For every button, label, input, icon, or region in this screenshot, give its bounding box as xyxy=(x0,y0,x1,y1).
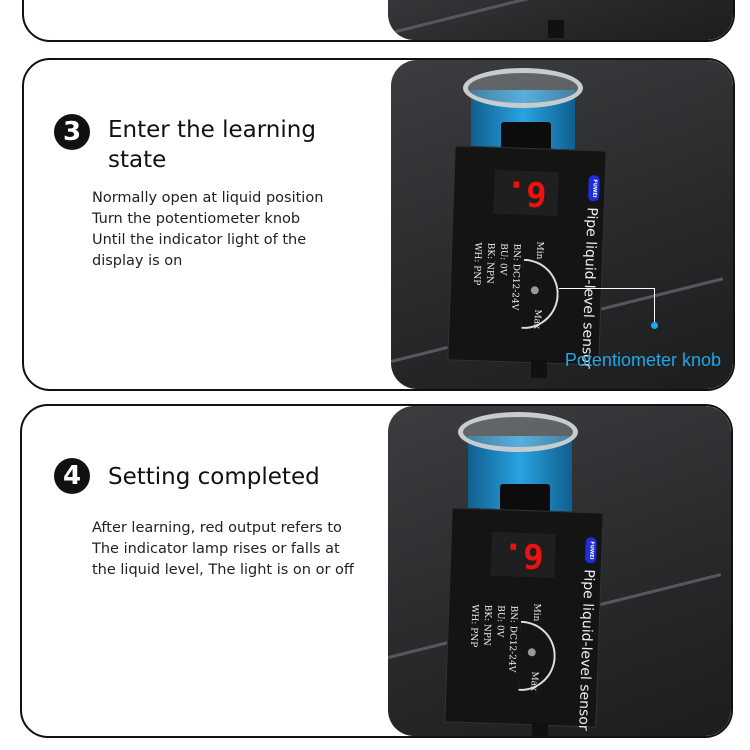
led-display: 6. xyxy=(493,169,559,217)
wire-label: BK: NPN xyxy=(483,242,496,284)
wire-label: BU: 0V xyxy=(497,242,509,276)
step-4-card: 4 Setting completed After learning, red … xyxy=(20,404,733,738)
desc-line: Turn the potentiometer knob xyxy=(92,211,301,227)
step-number-badge: 3 xyxy=(54,114,90,150)
sensor-body: 6. FUWEI Pipe liquid-level sensor BN: DC… xyxy=(447,145,607,369)
title-line: state xyxy=(108,147,167,173)
step-2-card-partial xyxy=(22,0,735,42)
sensor-body: 6. FUWEI Pipe liquid-level sensor BN: DC… xyxy=(444,507,604,731)
desc-line: display is on xyxy=(92,253,183,269)
title-line: Enter the learning xyxy=(108,117,316,143)
wire-label: WH: PNP xyxy=(470,242,483,286)
desc-line: Until the indicator light of the xyxy=(92,232,307,248)
callout-line xyxy=(559,288,655,326)
desc-line: the liquid level, The light is on or off xyxy=(92,562,354,578)
product-photo xyxy=(388,0,733,40)
step-description: After learning, red output refers to The… xyxy=(92,518,354,581)
sensor-label: Pipe liquid-level sensor xyxy=(575,568,597,731)
sensor-stem xyxy=(548,20,564,38)
step-title: Enter the learning state xyxy=(108,115,316,175)
dial-arc xyxy=(521,258,560,331)
desc-line: The indicator lamp rises or falls at xyxy=(92,541,340,557)
step-3-card: 3 Enter the learning state Normally open… xyxy=(22,58,735,391)
desc-line: Normally open at liquid position xyxy=(92,190,324,206)
step-description: Normally open at liquid position Turn th… xyxy=(92,188,323,272)
brand-logo: FUWEI xyxy=(584,537,597,564)
led-display: 6. xyxy=(490,531,556,579)
brand-logo: FUWEI xyxy=(587,175,600,202)
wire-label: BU: 0V xyxy=(494,604,506,638)
wire-label: BK: NPN xyxy=(480,604,493,646)
sensor-stem xyxy=(532,722,548,736)
wire-label: BN: DC12-24V xyxy=(506,605,519,673)
wire-label: WH: PNP xyxy=(467,604,480,648)
wiring-labels: BN: DC12-24V BU: 0V BK: NPN WH: PNP xyxy=(470,242,521,310)
product-photo: 6. FUWEI Pipe liquid-level sensor BN: DC… xyxy=(388,406,731,736)
step-title: Setting completed xyxy=(108,462,320,492)
min-label: Min xyxy=(530,603,542,622)
wire-label: BN: DC12-24V xyxy=(509,243,522,311)
title-line: Setting completed xyxy=(108,464,320,490)
step-number-badge: 4 xyxy=(54,458,90,494)
callout-dot xyxy=(651,322,658,329)
glass-tube-rim xyxy=(458,412,578,452)
wiring-labels: BN: DC12-24V BU: 0V BK: NPN WH: PNP xyxy=(467,604,518,672)
glass-tube-rim xyxy=(463,68,583,108)
sensor-stem xyxy=(531,360,547,378)
dial-arc xyxy=(518,620,557,693)
callout-label: Potentiometer knob xyxy=(564,350,721,370)
desc-line: After learning, red output refers to xyxy=(92,520,342,536)
product-photo: 6. FUWEI Pipe liquid-level sensor BN: DC… xyxy=(391,60,733,389)
min-label: Min xyxy=(533,241,545,260)
